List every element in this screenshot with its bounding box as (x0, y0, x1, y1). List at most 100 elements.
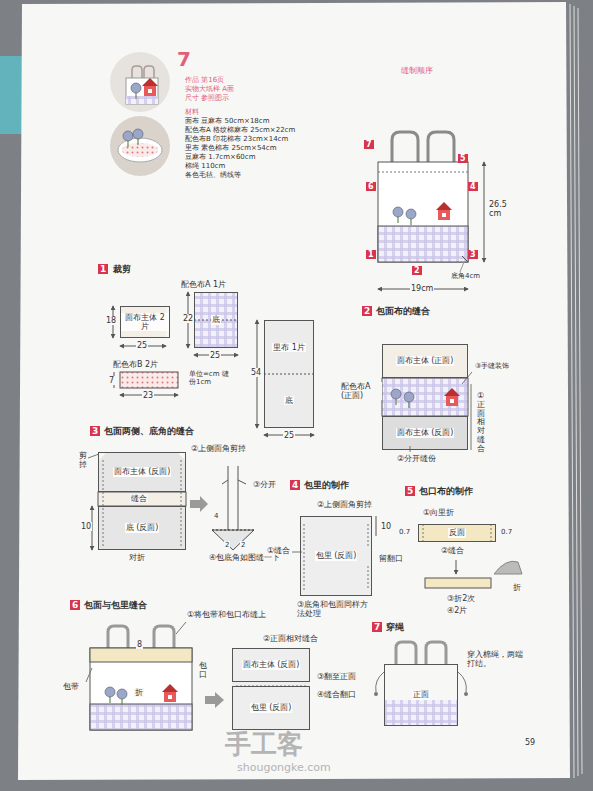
note-label: 实物大纸样 A面 (184, 85, 235, 93)
note-label: 54 (250, 368, 262, 377)
step-heading: 包面与包里缝合 (83, 600, 148, 610)
note-label: 8 (136, 640, 143, 649)
note-label: 2 (240, 541, 246, 549)
fabric-piece: 面布主体 (反面) (232, 648, 310, 682)
note-label: 豆麻布 1.7cm×60cm (184, 153, 256, 161)
step-heading: 穿绳 (385, 622, 405, 632)
piece-label: 面布主体 2片 (121, 313, 169, 331)
callout-number: 5 (405, 486, 415, 496)
note-label: 配色布A 格纹棉麻布 25cm×22cm (184, 126, 296, 134)
step-heading: 包面布的缝合 (375, 306, 431, 316)
note-label: 缝制顺序 (400, 66, 434, 75)
callout-number: 2 (362, 306, 372, 316)
note-label: 面布 豆麻布 50cm×18cm (184, 117, 270, 125)
note-label: 配色布B 印花棉布 23cm×14cm (184, 135, 289, 143)
step-heading: 包口布的制作 (418, 486, 474, 496)
fabric-piece: 面布主体 (正面) (382, 344, 468, 378)
note-label: 尺寸 参照图示 (184, 94, 230, 102)
fabric-piece: 反面 (418, 524, 496, 542)
piece-label: 底 (211, 315, 221, 324)
note-label: 配色布A (正面) (340, 382, 382, 400)
piece-label: 包里 (反面) (315, 551, 358, 560)
fabric-piece: 面布主体 (反面) (382, 416, 468, 450)
note-label: ③底角和包面同样方法处理 (296, 600, 372, 618)
note-label: 配色布A 1片 (180, 280, 227, 289)
note-label: 包带 (62, 682, 80, 691)
callout-number: 6 (366, 182, 376, 191)
watermark: shougongke.com (236, 762, 332, 775)
fabric-piece: 面布主体 2片 (120, 306, 170, 338)
piece-label: 面布主体 (反面) (242, 660, 301, 669)
note-label: ③翻至正面 (316, 672, 357, 681)
note-label: 25 (136, 341, 148, 350)
note-label: 折 (134, 688, 144, 697)
note-label: 7 (108, 376, 115, 385)
note-label: 包口 (198, 662, 208, 680)
callout-number: 3 (468, 250, 478, 259)
note-label: 材料 (184, 108, 200, 116)
step-heading: 裁剪 (112, 264, 132, 274)
note-label: ①缝合 (266, 546, 291, 555)
note-label: 穿入棉绳，两端打结。 (466, 650, 530, 668)
piece-label: 正面 (412, 690, 430, 699)
piece-label: 底 (反面) (125, 523, 160, 532)
piece-label: 包里 (反面) (250, 703, 293, 712)
note-label: 59 (524, 738, 536, 747)
note-label: ②上侧面角剪掉 (190, 444, 247, 453)
note-label: 4 (213, 512, 219, 520)
callout-number: 4 (290, 480, 300, 490)
note-label: 折 (512, 583, 522, 592)
note-label: ④2片 (446, 606, 468, 615)
note-label: 缝合 (130, 494, 148, 503)
note-label: 18 (105, 316, 117, 325)
callout-number: 1 (98, 264, 108, 274)
note-label: ②正面相对缝合 (262, 634, 319, 643)
piece-label: 面布主体 (反面) (396, 428, 455, 437)
note-label: 里布 素色棉布 25cm×54cm (184, 144, 277, 152)
note-label: 剪掉 (78, 452, 88, 470)
note-label: 各色毛毡、绣线等 (184, 171, 242, 179)
note-label: 单位=cm 缝份1cm (188, 370, 236, 386)
fabric-piece: 正面 (384, 664, 458, 726)
piece-label: 里布 1片 (272, 343, 306, 352)
callout-number: 1 (366, 250, 376, 259)
note-label: 对折 (128, 553, 146, 562)
note-label: ②缝合 (440, 546, 465, 555)
note-label: 留翻口 (378, 554, 404, 563)
fabric-piece: 里布 1片底 (264, 320, 314, 428)
callout-number: 2 (412, 266, 422, 275)
fabric-piece: 包里 (反面) (300, 516, 372, 596)
piece-label: 面布主体 (反面) (113, 467, 172, 476)
note-label: 25 (283, 431, 295, 440)
callout-number: 3 (90, 426, 100, 436)
note-label: 23 (142, 391, 154, 400)
note-label: ①将包带和包口布缝上 (186, 610, 268, 619)
note-label: ②上侧面角剪掉 (316, 500, 373, 509)
note-label: 底角4cm (450, 272, 481, 280)
step-heading: 包面两侧、底角的缝合 (103, 426, 195, 436)
callout-number: 6 (70, 600, 80, 610)
piece-label: 底 (284, 396, 294, 405)
fabric-piece: 底 (反面) (98, 506, 186, 550)
callout-number: 4 (468, 182, 478, 191)
note-label: 7 (176, 48, 192, 71)
fabric-piece: 底 (194, 292, 238, 348)
note-label: ④缝合翻口 (316, 690, 357, 699)
note-label: ③手缝装饰 (474, 362, 510, 370)
note-label: 25 (209, 351, 221, 360)
note-label: 19cm (410, 284, 434, 293)
watermark: 手工客 (224, 730, 304, 760)
step-heading: 包里的制作 (303, 480, 350, 490)
piece-label: 反面 (448, 528, 466, 537)
note-label: 棉绳 110cm (184, 162, 226, 170)
note-label: ③分开 (252, 480, 277, 489)
callout-number: 7 (364, 140, 374, 149)
note-label: 22 (182, 314, 194, 323)
note-label: 2 (224, 541, 230, 549)
note-label: 配色布B 2片 (112, 360, 159, 369)
piece-label: 面布主体 (正面) (396, 356, 455, 365)
fabric-piece: 面布主体 (反面) (98, 452, 186, 492)
note-label: 作品 第16页 (184, 76, 225, 84)
note-label: ②分开缝份 (396, 454, 437, 463)
